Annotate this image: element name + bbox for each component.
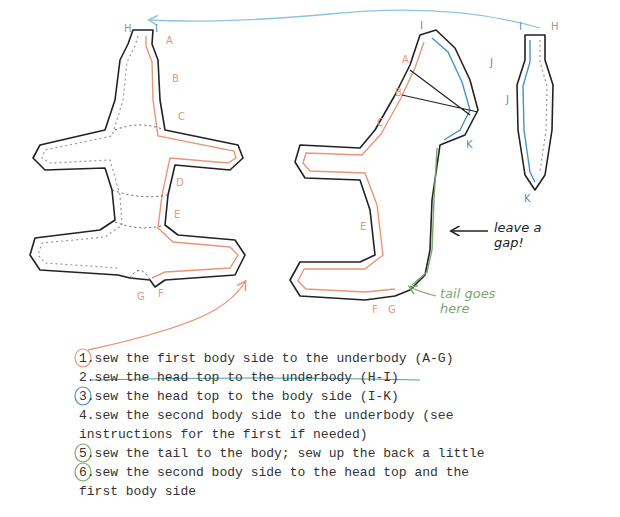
instruction-step: 3.sew the head top to the body side (I-K… xyxy=(79,387,399,406)
seam-letter: A xyxy=(402,55,409,65)
seam-letter: G xyxy=(137,292,145,302)
body-side-piece xyxy=(290,30,478,300)
instruction-step: 1.sew the first body side to the underbo… xyxy=(79,349,453,368)
seam-letter: D xyxy=(176,178,184,188)
instruction-step: 6.sew the second body side to the head t… xyxy=(79,463,477,501)
seam-letter: E xyxy=(174,210,180,220)
seam-letter: H xyxy=(551,22,559,32)
seam-letter: J xyxy=(506,95,509,105)
seam-letter: C xyxy=(178,112,185,122)
seam-letter: B xyxy=(172,74,179,84)
instruction-step: 2.sew the head top to the underbody (H-I… xyxy=(79,368,399,387)
seam-letter: F xyxy=(158,289,164,299)
underbody-piece xyxy=(30,30,245,287)
seam-letter: J xyxy=(490,58,493,68)
note: leave a gap! xyxy=(494,220,566,250)
seam-letter: K xyxy=(524,194,531,204)
seam-letter: F xyxy=(372,305,378,315)
instruction-step: 5.sew the tail to the body; sew up the b… xyxy=(79,444,485,463)
move-arrow xyxy=(88,282,245,350)
note: tail goes here xyxy=(440,286,510,316)
seam-letter: G xyxy=(388,305,396,315)
seam-letter: E xyxy=(360,222,366,232)
seam-letter: B xyxy=(395,88,402,98)
seam-letter: A xyxy=(166,36,173,46)
seam-letter: I xyxy=(420,21,423,31)
leader-arrow xyxy=(452,230,488,231)
seam-letter: H xyxy=(124,24,132,34)
seam-letter: K xyxy=(466,140,473,150)
seam-letter: C xyxy=(377,118,384,128)
seam-letter: I xyxy=(519,22,522,32)
head-top-piece xyxy=(517,35,553,190)
leader-line xyxy=(410,287,436,296)
seam-letter: I xyxy=(155,24,158,34)
move-arrow xyxy=(150,10,540,28)
instruction-step: 4.sew the second body side to the underb… xyxy=(79,406,469,444)
